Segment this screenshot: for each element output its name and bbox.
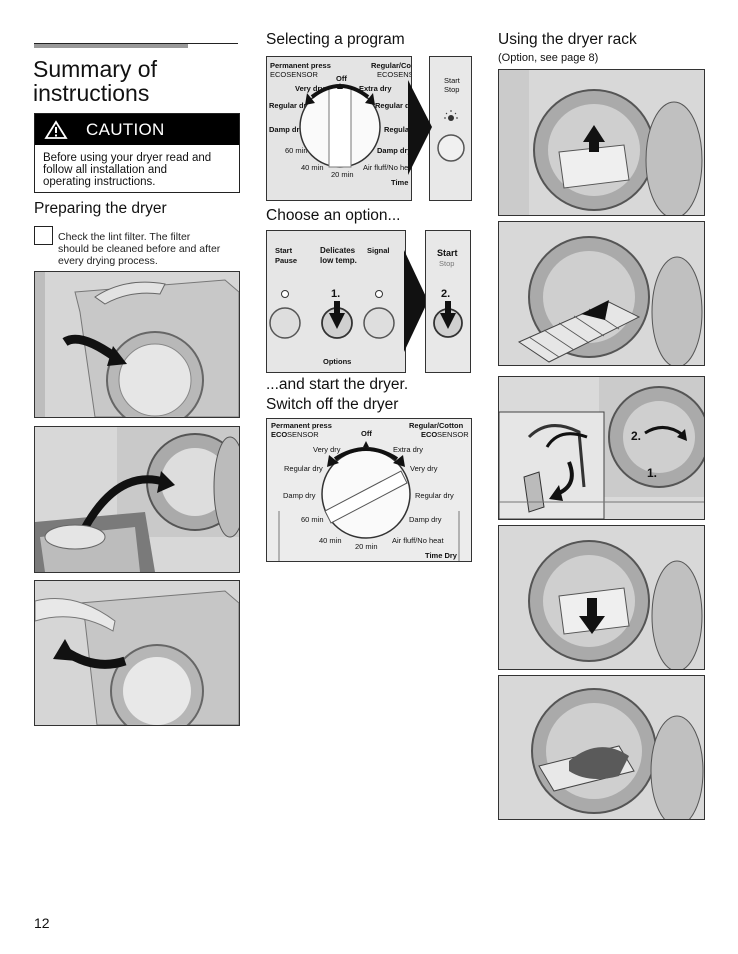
step-text-line: every drying process. xyxy=(58,255,158,267)
step-checkbox[interactable] xyxy=(34,226,53,245)
header-rule-thin xyxy=(34,43,238,44)
option-signal-label: Signal xyxy=(367,246,390,255)
step-text-line: Check the lint filter. The filter xyxy=(58,231,191,243)
caution-label: CAUTION xyxy=(86,119,165,139)
dial-label-eco: ECO xyxy=(421,430,437,439)
section-title-option: Choose an option... xyxy=(266,207,401,224)
dial-label-regular-cotton: Regular/Cotton xyxy=(409,421,464,430)
illustration-rack-1 xyxy=(498,69,705,216)
page-title-line1: Summary of xyxy=(33,56,157,82)
dial-label-permanent-press: Permanent press xyxy=(270,61,331,70)
page-title-line2: instructions xyxy=(33,80,150,106)
dial-label-eco: ECO xyxy=(271,430,287,439)
header-rule-thick xyxy=(34,43,188,48)
caution-box: CAUTION Before using your dryer read and… xyxy=(34,113,240,193)
section-title-start-line: ...and start the dryer. xyxy=(266,376,409,393)
dial-label-damp-dry: Damp dry xyxy=(269,125,304,134)
illustration-open-door xyxy=(34,271,240,418)
options-panel: Start Pause Delicates low temp. Signal 1… xyxy=(266,230,406,373)
dial-label-air-fluff: Air fluff/No heat xyxy=(392,536,444,545)
dial-label-time-dry: Time Dry xyxy=(425,551,458,560)
dial-label-regular-cotton: Regular/Cotton xyxy=(371,61,411,70)
caution-header: CAUTION xyxy=(35,114,239,145)
illustration-close-door xyxy=(34,580,240,726)
illustration-rack-3: 2. 1. xyxy=(498,376,705,520)
dial-label-40min: 40 min xyxy=(301,163,324,172)
options-label: Options xyxy=(323,357,351,366)
step-instructions: Check the lint filter. The filter should… xyxy=(58,231,243,267)
page-number: 12 xyxy=(34,915,50,931)
dial-label-regular-dry: Regular dry xyxy=(415,491,454,500)
program-dial-large: Permanent press ECO SENSOR Regular/Cotto… xyxy=(266,418,472,562)
dial-label-off: Off xyxy=(361,429,372,438)
program-dial-panel: Permanent press ECOSENSOR Regular/Cotton… xyxy=(266,56,412,201)
dial-label-extra-dry: Extra dry xyxy=(393,445,423,454)
dial-label-regular-dry: Regular dry xyxy=(269,101,312,110)
rack-step2-label: 2. xyxy=(631,429,641,443)
arrow-right-icon xyxy=(404,250,428,352)
dial-label-extra-dry: Extra dry xyxy=(359,84,392,93)
dial-label-permanent-press: Permanent press xyxy=(271,421,332,430)
rack-step1-label: 1. xyxy=(647,466,657,480)
dial-label-60min: 60 min xyxy=(285,146,308,155)
illustration-rack-4 xyxy=(498,525,705,670)
dial-label-damp-dry: Damp dry xyxy=(283,491,316,500)
dial-label-ecosensor: ECOSENSOR xyxy=(270,70,319,79)
start-panel: Start Stop 2. xyxy=(425,230,471,373)
caution-text: Before using your dryer read and follow … xyxy=(35,145,239,188)
dial-label-regular-dry: Regular dry xyxy=(375,101,411,110)
illustration-rack-5 xyxy=(498,675,705,820)
dial-label-regular-dry: Regular dry xyxy=(384,125,411,134)
illustration-rack-2 xyxy=(498,221,705,366)
option-lowtemp-label: low temp. xyxy=(320,256,357,265)
dial-label-very-dry: Very dry xyxy=(313,445,341,454)
dial-label-20min: 20 min xyxy=(331,170,354,179)
dial-label-20min: 20 min xyxy=(355,542,378,551)
caution-text-line: operating instructions. xyxy=(43,176,156,188)
section-title-select: Selecting a program xyxy=(266,31,405,48)
start-label: Start xyxy=(444,76,461,85)
dial-label-damp-dry: Damp dry xyxy=(377,146,411,155)
warning-triangle-icon xyxy=(44,119,68,139)
dial-label-40min: 40 min xyxy=(319,536,342,545)
start-stop-panel: Start Stop xyxy=(429,56,472,201)
dial-label-air-fluff: Air fluff/No heat xyxy=(363,163,411,172)
dial-label-time-dry: Time Dry xyxy=(391,178,411,187)
dial-label-ecosensor: ECOSENSOR xyxy=(377,70,411,79)
section-subtitle-rack: (Option, see page 8) xyxy=(498,52,599,64)
dial-label-very-dry: Very dry xyxy=(295,84,325,93)
arrow-right-icon xyxy=(408,80,432,175)
stop-label: Stop xyxy=(444,85,459,94)
option-step1-label: 1. xyxy=(331,288,340,300)
stop-label: Stop xyxy=(439,259,454,268)
page-title: Summary of instructions xyxy=(33,57,243,105)
step-text-line: should be cleaned before and after xyxy=(58,243,221,255)
section-title-preparing: Preparing the dryer xyxy=(34,200,167,217)
section-title-rack: Using the dryer rack xyxy=(498,31,637,48)
dial-label-very-dry: Very dry xyxy=(410,464,438,473)
option-pause-label: Pause xyxy=(275,256,297,265)
illustration-load-laundry xyxy=(34,426,240,573)
caution-text-line: follow all installation and xyxy=(43,164,168,176)
dial-label-60min: 60 min xyxy=(301,515,324,524)
option-start-label: Start xyxy=(275,246,293,255)
caution-text-line: Before using your dryer read and xyxy=(43,152,212,164)
section-title-start-line: Switch off the dryer xyxy=(266,396,399,413)
section-title-start: ...and start the dryer. Switch off the d… xyxy=(266,375,408,415)
dial-label-regular-dry: Regular dry xyxy=(284,464,323,473)
dial-label-off: Off xyxy=(336,74,347,83)
dial-label-damp-dry: Damp dry xyxy=(409,515,442,524)
start-label: Start xyxy=(437,248,458,258)
option-delicates-label: Delicates xyxy=(320,246,356,255)
start-step2-label: 2. xyxy=(441,288,450,300)
dial-label-sensor: SENSOR xyxy=(287,430,319,439)
dial-label-sensor: SENSOR xyxy=(437,430,469,439)
